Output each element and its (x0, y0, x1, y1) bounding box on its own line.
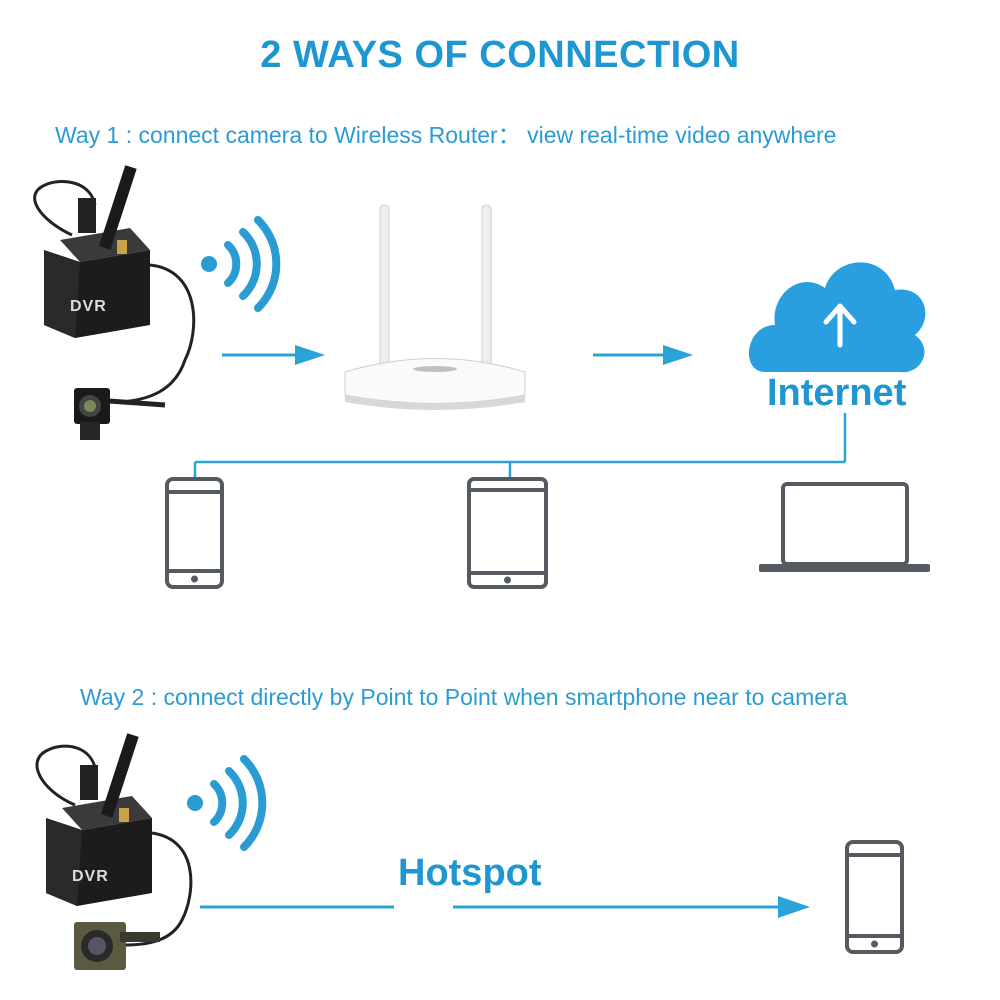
hotspot-label: Hotspot (398, 852, 542, 894)
internet-label: Internet (767, 372, 907, 414)
smartphone-icon (845, 840, 904, 954)
cloud-upload-icon (748, 262, 926, 373)
wifi-signal-icon (201, 216, 281, 312)
laptop-icon (759, 482, 930, 572)
smartphone-icon (165, 477, 224, 589)
arrow-icon (222, 345, 325, 365)
dvr-device-icon (33, 165, 196, 404)
dvr-device-icon (35, 733, 193, 947)
arrow-icon (200, 896, 810, 918)
dvr-label: DVR (70, 298, 107, 315)
arrow-icon (593, 345, 693, 365)
wifi-signal-icon (187, 755, 267, 851)
mini-camera-icon (74, 922, 160, 970)
tablet-icon (467, 477, 548, 589)
way1-caption: Way 1 : connect camera to Wireless Route… (55, 122, 837, 148)
wireless-router-icon (344, 204, 526, 410)
dvr-label: DVR (72, 868, 109, 885)
network-connection-line (193, 413, 847, 478)
way2-caption: Way 2 : connect directly by Point to Poi… (80, 684, 848, 710)
mini-camera-icon (74, 388, 166, 440)
page-title: 2 WAYS OF CONNECTION (260, 34, 740, 76)
